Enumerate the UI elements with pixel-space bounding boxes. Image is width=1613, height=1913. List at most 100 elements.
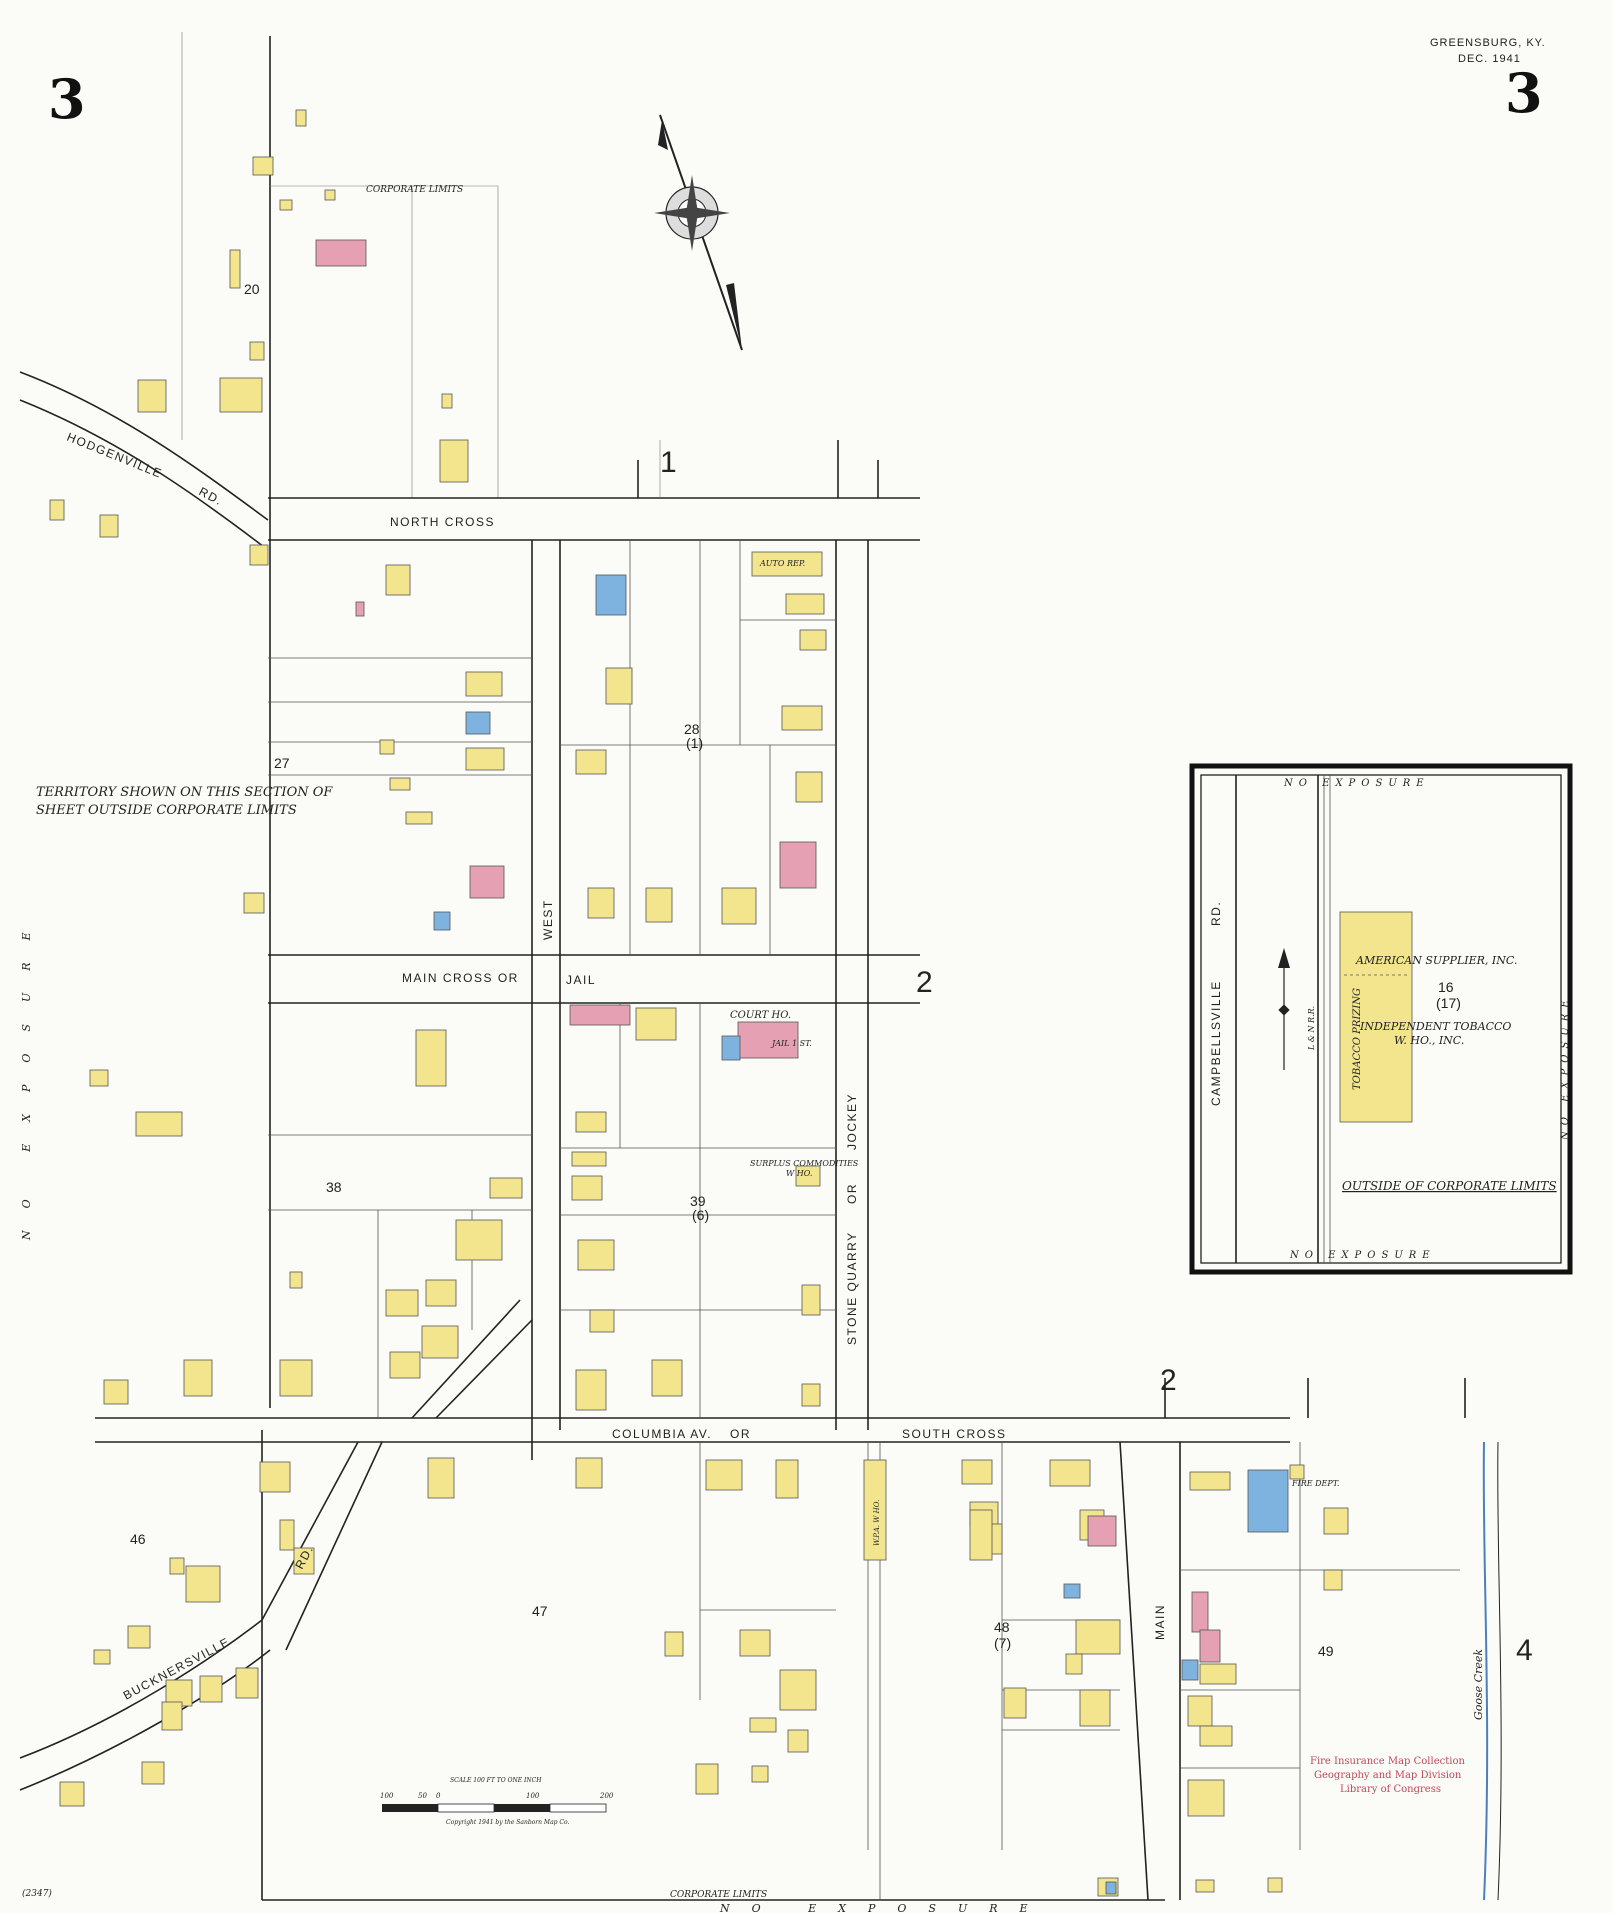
stone-building: [465, 711, 491, 735]
stone-building: [1105, 1881, 1117, 1895]
dwelling: [1187, 1695, 1213, 1727]
dwelling: [252, 156, 274, 176]
date-label: DEC. 1941: [1458, 53, 1521, 65]
block-28: 28: [684, 721, 700, 737]
dwelling: [1199, 1663, 1237, 1685]
independent-tobacco-label-2: W. HO., INC.: [1394, 1034, 1464, 1047]
dwelling: [185, 1565, 221, 1603]
court-house-label: COURT HO.: [730, 1010, 791, 1021]
dwelling: [219, 377, 263, 413]
dwelling: [575, 1457, 603, 1489]
dwelling: [799, 629, 827, 651]
scale-tick-3: 100: [526, 1792, 540, 1800]
dwelling: [135, 1111, 183, 1137]
brick-building: [1191, 1591, 1209, 1633]
dwelling: [385, 1289, 419, 1317]
dwelling: [749, 1717, 777, 1733]
dwelling: [1189, 1471, 1231, 1491]
dwelling: [801, 1284, 821, 1316]
stone-building: [1063, 1583, 1081, 1599]
dwelling: [705, 1459, 743, 1491]
dwelling: [249, 544, 269, 566]
dwelling: [379, 739, 395, 755]
goose-creek-label: Goose Creek: [1472, 1649, 1485, 1720]
independent-tobacco-label: INDEPENDENT TOBACCO: [1359, 1020, 1511, 1033]
dwelling: [89, 1069, 109, 1087]
sheet-code: (2347): [22, 1888, 52, 1899]
brick-building: [569, 1004, 631, 1026]
inset-no-exposure-right: NO EXPOSURE: [1560, 994, 1571, 1141]
scale-tick-4: 200: [599, 1792, 614, 1800]
dwelling: [279, 199, 293, 211]
columbia-south-cross-street: [95, 1378, 1309, 1901]
auto-repair-building: [1247, 1469, 1289, 1533]
inset-no-exposure-top: NO EXPOSURE: [1283, 778, 1430, 789]
wpa-label: W.P.A. W HO.: [873, 1500, 881, 1546]
dwelling: [421, 1325, 459, 1359]
dwelling: [389, 777, 411, 791]
block-49: 49: [1318, 1643, 1334, 1659]
inset-campbellsville-label: CAMPBELLSVILLE: [1209, 980, 1223, 1106]
dwelling: [279, 1519, 295, 1551]
dwelling: [721, 887, 757, 925]
dwelling: [1267, 1877, 1283, 1893]
dwelling: [389, 1351, 421, 1379]
main-cross-street: [268, 954, 920, 1004]
scale-tick-2: 0: [436, 1792, 441, 1800]
dwelling: [575, 1111, 607, 1133]
territory-note-line2: SHEET OUTSIDE CORPORATE LIMITS: [36, 803, 297, 818]
dwelling: [199, 1675, 223, 1703]
bucknersville-road: [19, 1441, 383, 1791]
surplus-wh-label: W HO.: [786, 1169, 812, 1178]
goose-creek: [1464, 1378, 1502, 1901]
dwelling: [465, 671, 503, 697]
dwelling: [385, 564, 411, 596]
key-sheet-2-right: 2: [916, 966, 933, 999]
scale-tick-0: 100: [380, 1792, 394, 1800]
dwelling: [127, 1625, 151, 1649]
sheet-number-left: 3: [48, 67, 86, 131]
no-exposure-left: NO EXPOSURE: [20, 910, 33, 1241]
corporate-limit-lines: [181, 32, 1165, 1901]
dwelling: [571, 1175, 603, 1201]
dwelling: [969, 1509, 993, 1561]
diagonal-street: [411, 1299, 533, 1419]
north-cross-street: [268, 440, 920, 1460]
stone-quarry-or-label: OR: [845, 1183, 859, 1204]
dwelling: [589, 1309, 615, 1333]
brick-building: [1087, 1515, 1117, 1547]
key-sheet-1: 1: [660, 446, 677, 479]
inset-map: [1189, 763, 1573, 1275]
dwelling: [787, 1729, 809, 1753]
dwelling: [795, 1165, 821, 1187]
dwelling: [49, 499, 65, 521]
stamp-line2: Geography and Map Division: [1314, 1770, 1462, 1781]
brick-building: [469, 865, 505, 899]
inset-railroad-label: L & N R.R.: [1307, 1006, 1316, 1051]
stone-quarry-label: STONE QUARRY: [845, 1231, 859, 1345]
stone-building: [721, 1035, 741, 1061]
dwelling: [289, 1271, 303, 1289]
dwelling: [605, 667, 633, 705]
dwelling: [455, 1219, 503, 1261]
dwelling: [229, 249, 241, 289]
scale-copyright: Copyright 1941 by the Sanborn Map Co.: [446, 1819, 570, 1826]
inset-no-exposure-bottom: NO EXPOSURE: [1289, 1250, 1436, 1261]
no-exposure-bottom: NO EXPOSURE: [719, 1902, 1050, 1913]
dwelling: [249, 341, 265, 361]
key-sheet-4: 4: [1516, 1634, 1533, 1667]
dwelling: [141, 1761, 165, 1785]
dwelling: [259, 1461, 291, 1493]
dwelling: [439, 439, 469, 483]
dwelling: [93, 1649, 111, 1665]
dwelling: [587, 887, 615, 919]
dwelling: [1289, 1464, 1305, 1480]
place-label: GREENSBURG, KY.: [1430, 37, 1546, 49]
dwelling: [751, 551, 823, 577]
stamp-line1: Fire Insurance Map Collection: [1310, 1756, 1465, 1767]
dwelling: [405, 811, 433, 825]
dwelling: [415, 1029, 447, 1087]
dwelling: [1323, 1569, 1343, 1591]
dwelling: [645, 887, 673, 923]
dwelling: [651, 1359, 683, 1397]
